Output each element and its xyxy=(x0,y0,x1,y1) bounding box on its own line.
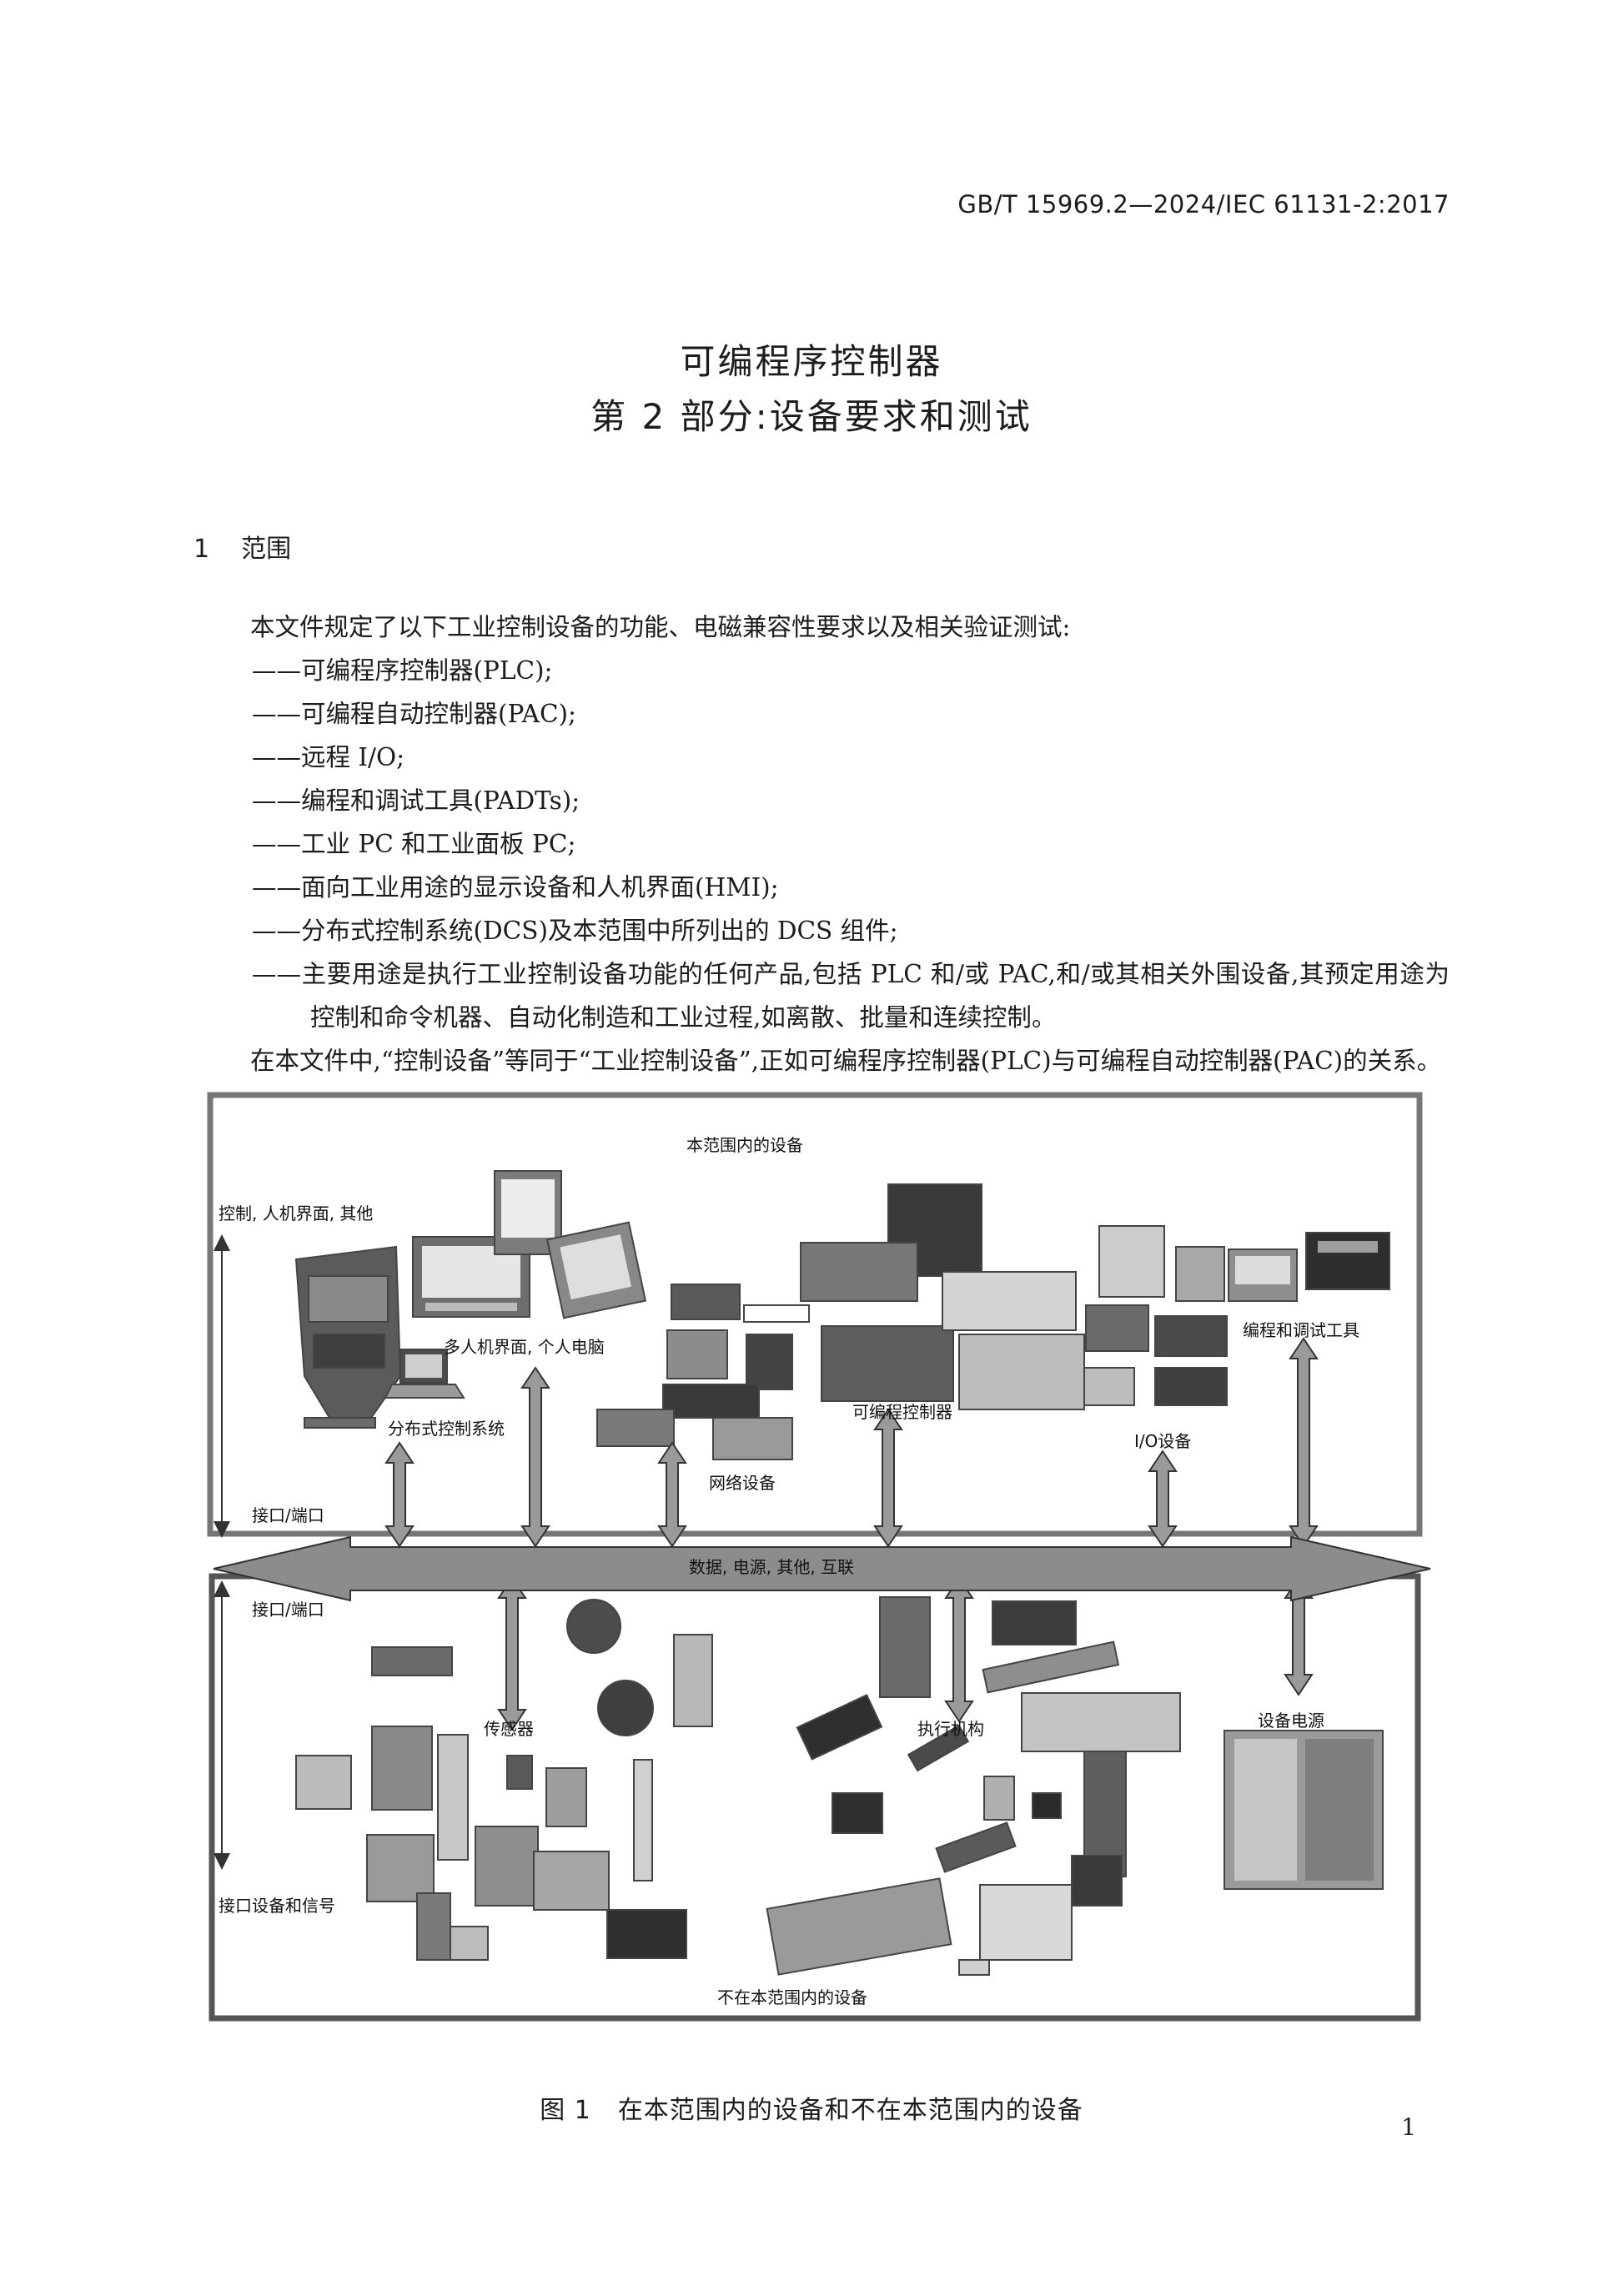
section-title: 范围 xyxy=(241,535,292,564)
laptop-image xyxy=(384,1349,465,1399)
plc-label: 可编程控制器 xyxy=(852,1402,952,1422)
scope-intro: 本文件规定了以下工业控制设备的功能、电磁兼容性要求以及相关验证测试: xyxy=(250,613,1071,641)
signals-label: 接口设备和信号 xyxy=(219,1896,335,1916)
figure-caption: 图 1 在本范围内的设备和不在本范围内的设备 xyxy=(0,2089,1623,2126)
bus-arrow xyxy=(213,1535,1431,1602)
document-title-line2: 第 2 部分:设备要求和测试 xyxy=(590,396,1033,437)
list-item: ——远程 I/O; xyxy=(252,743,405,771)
figure-number: 图 1 xyxy=(540,2096,591,2125)
io-label: I/O设备 xyxy=(1134,1431,1191,1451)
list-item: ——可编程自动控制器(PAC); xyxy=(252,700,576,728)
list-item: ——工业 PC 和工业面板 PC; xyxy=(252,830,576,858)
power-cabinet-image xyxy=(1224,1730,1384,1890)
dcs-label: 分布式控制系统 xyxy=(388,1419,505,1439)
section-heading: 1 范围 xyxy=(193,528,291,565)
scope-closing: 在本文件中,“控制设备”等同于“工业控制设备”,正如可编程序控制器(PLC)与可… xyxy=(250,1047,1442,1075)
programming-tools-image xyxy=(1228,1232,1390,1302)
top-box-title: 本范围内的设备 xyxy=(686,1135,803,1155)
network-label: 网络设备 xyxy=(709,1473,776,1493)
dcs-console-image xyxy=(294,1245,402,1429)
io-modules-image xyxy=(1083,1225,1228,1406)
list-item: ——分布式控制系统(DCS)及本范围中所列出的 DCS 组件; xyxy=(252,917,898,945)
power-label: 设备电源 xyxy=(1258,1711,1324,1731)
document-title-line1: 可编程序控制器 xyxy=(680,341,943,382)
interface-arrow xyxy=(944,1576,974,1723)
bus-label: 数据, 电源, 其他, 互联 xyxy=(689,1557,854,1577)
panel-pc-image xyxy=(545,1221,647,1319)
interface-arrows xyxy=(384,1337,1319,1731)
list-item: ——可编程序控制器(PLC); xyxy=(252,656,553,685)
standard-code: GB/T 15969.2—2024/IEC 61131-2:2017 xyxy=(957,190,1450,219)
page-number: 1 xyxy=(1401,2113,1416,2141)
scope-body: 本文件规定了以下工业控制设备的功能、电磁兼容性要求以及相关验证测试: ——可编程… xyxy=(193,605,1450,1083)
bottom-box-title: 不在本范围内的设备 xyxy=(717,1987,867,2007)
hmi-label: 多人机界面, 个人电脑 xyxy=(444,1337,605,1357)
actuator-group-image xyxy=(766,1596,1181,1976)
sensor-group-image xyxy=(295,1599,713,1961)
figure-caption-text: 在本范围内的设备和不在本范围内的设备 xyxy=(617,2096,1083,2125)
interface-arrow xyxy=(497,1576,527,1731)
plc-rack-image xyxy=(800,1183,1085,1410)
actuator-label: 执行机构 xyxy=(917,1719,984,1739)
interface-bottom-label: 接口/端口 xyxy=(252,1600,324,1620)
section-number: 1 xyxy=(193,535,210,564)
control-label: 控制, 人机界面, 其他 xyxy=(219,1203,373,1223)
list-item: ——主要用途是执行工业控制设备功能的任何产品,包括 PLC 和/或 PAC,和/… xyxy=(252,960,1450,1032)
interface-top-label: 接口/端口 xyxy=(252,1505,324,1525)
list-item: ——编程和调试工具(PADTs); xyxy=(252,786,580,815)
sensor-label: 传感器 xyxy=(484,1719,534,1739)
network-devices-image xyxy=(596,1284,810,1460)
padt-label: 编程和调试工具 xyxy=(1243,1320,1359,1340)
list-item: ——面向工业用途的显示设备和人机界面(HMI); xyxy=(252,873,779,902)
